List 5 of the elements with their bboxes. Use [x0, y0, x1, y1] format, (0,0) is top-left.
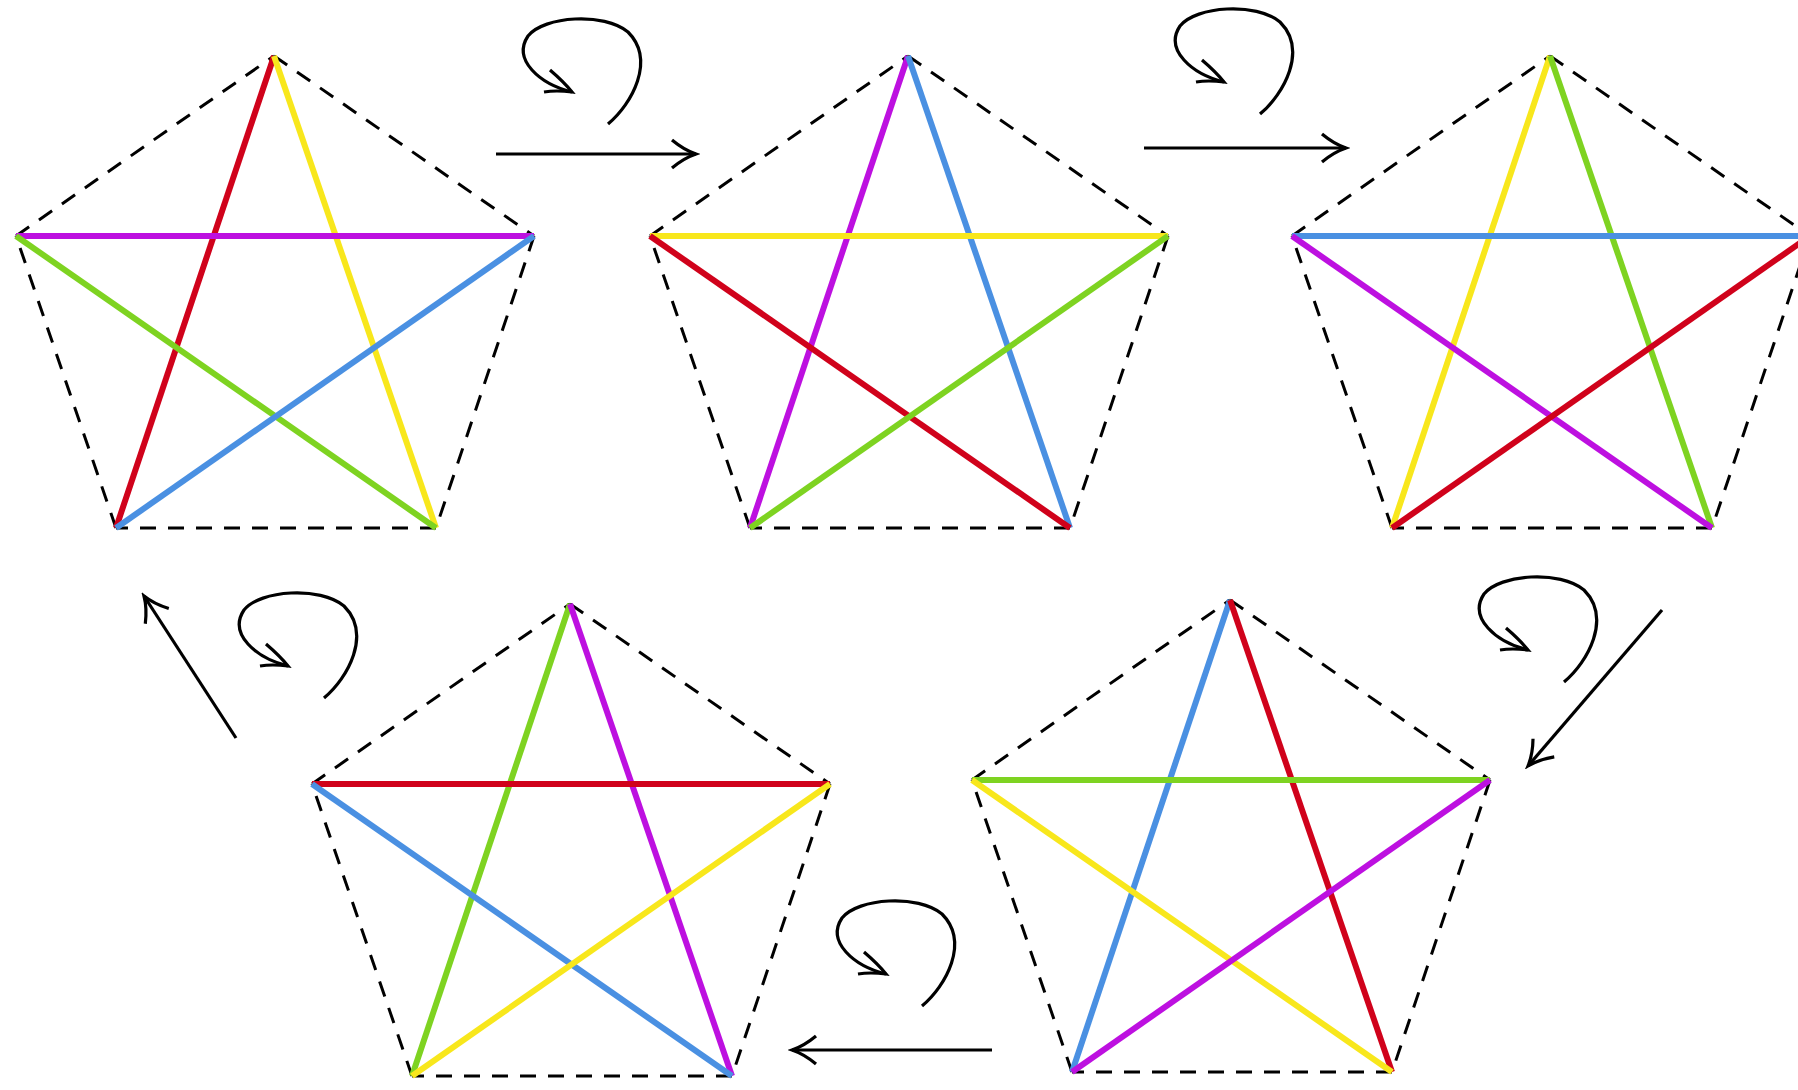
pentagram-drawing [1290, 54, 1798, 534]
pentagram-drawing [970, 598, 1494, 1078]
pentagram-drawing [648, 54, 1172, 534]
pentagram-drawing [14, 54, 538, 534]
pentagram-drawing [310, 602, 834, 1082]
